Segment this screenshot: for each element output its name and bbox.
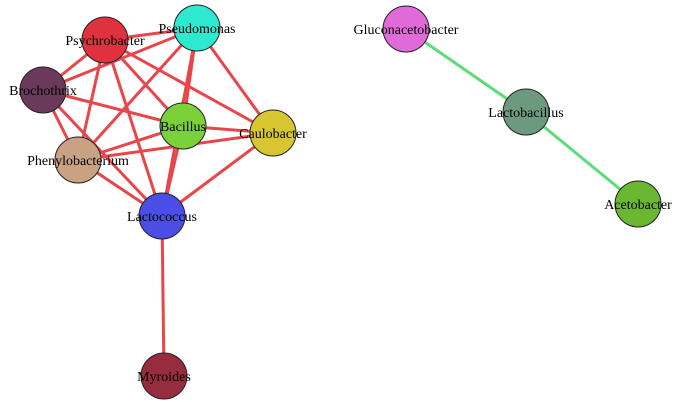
node-label-phenylobacterium: Phenylobacterium bbox=[27, 154, 129, 169]
node-circle-acetobacter bbox=[614, 180, 662, 228]
node-label-myroides: Myroides bbox=[137, 370, 191, 385]
node-label-lactobacillus: Lactobacillus bbox=[488, 106, 563, 121]
node-label-bacillus: Bacillus bbox=[160, 120, 206, 135]
node-label-lactococcus: Lactococcus bbox=[127, 210, 197, 225]
node-label-pseudomonas: Pseudomonas bbox=[159, 22, 236, 37]
node-label-brochothrix: Brochothrix bbox=[9, 84, 77, 99]
node-circle-psychrobacter bbox=[81, 16, 129, 64]
node-label-acetobacter: Acetobacter bbox=[604, 198, 672, 213]
node-circle-myroides bbox=[140, 352, 188, 400]
node-label-psychrobacter: Psychrobacter bbox=[65, 34, 145, 49]
node-circle-bacillus bbox=[159, 102, 207, 150]
node-circle-lactobacillus bbox=[502, 88, 550, 136]
node-caulobacter: Caulobacter bbox=[239, 109, 307, 157]
node-circle-gluconacetobacter bbox=[382, 5, 430, 53]
node-myroides: Myroides bbox=[137, 352, 191, 400]
node-acetobacter: Acetobacter bbox=[604, 180, 672, 228]
node-label-caulobacter: Caulobacter bbox=[239, 127, 307, 142]
edges-layer bbox=[41, 26, 640, 378]
edge-psychrobacter-lactococcus bbox=[103, 38, 164, 218]
nodes-layer: Psychrobacter PseudomonasBrochothrixBacil… bbox=[9, 4, 672, 400]
edge-lactococcus-myroides bbox=[160, 214, 166, 378]
edge-gluconacetobacter-lactobacillus bbox=[404, 27, 528, 114]
node-psychrobacter: Psychrobacter bbox=[65, 16, 145, 64]
node-phenylobacterium: Phenylobacterium bbox=[27, 136, 129, 184]
node-bacillus: Bacillus bbox=[159, 102, 207, 150]
edge-pseudomonas-brochothrix bbox=[41, 26, 199, 92]
node-circle-caulobacter bbox=[249, 109, 297, 157]
node-circle-brochothrix bbox=[19, 66, 67, 114]
node-brochothrix: Brochothrix bbox=[9, 66, 77, 114]
node-gluconacetobacter: Gluconacetobacter bbox=[354, 5, 459, 53]
node-pseudomonas: Pseudomonas bbox=[159, 4, 236, 52]
node-lactobacillus: Lactobacillus bbox=[488, 88, 564, 136]
node-circle-pseudomonas bbox=[173, 4, 221, 52]
edge-brochothrix-bacillus bbox=[41, 88, 185, 128]
node-label-gluconacetobacter: Gluconacetobacter bbox=[354, 23, 459, 38]
node-lactococcus: Lactococcus bbox=[127, 192, 197, 240]
node-circle-phenylobacterium bbox=[54, 136, 102, 184]
edge-pseudomonas-phenylobacterium bbox=[76, 26, 199, 162]
edge-lactobacillus-acetobacter bbox=[524, 110, 640, 206]
node-circle-lactococcus bbox=[138, 192, 186, 240]
